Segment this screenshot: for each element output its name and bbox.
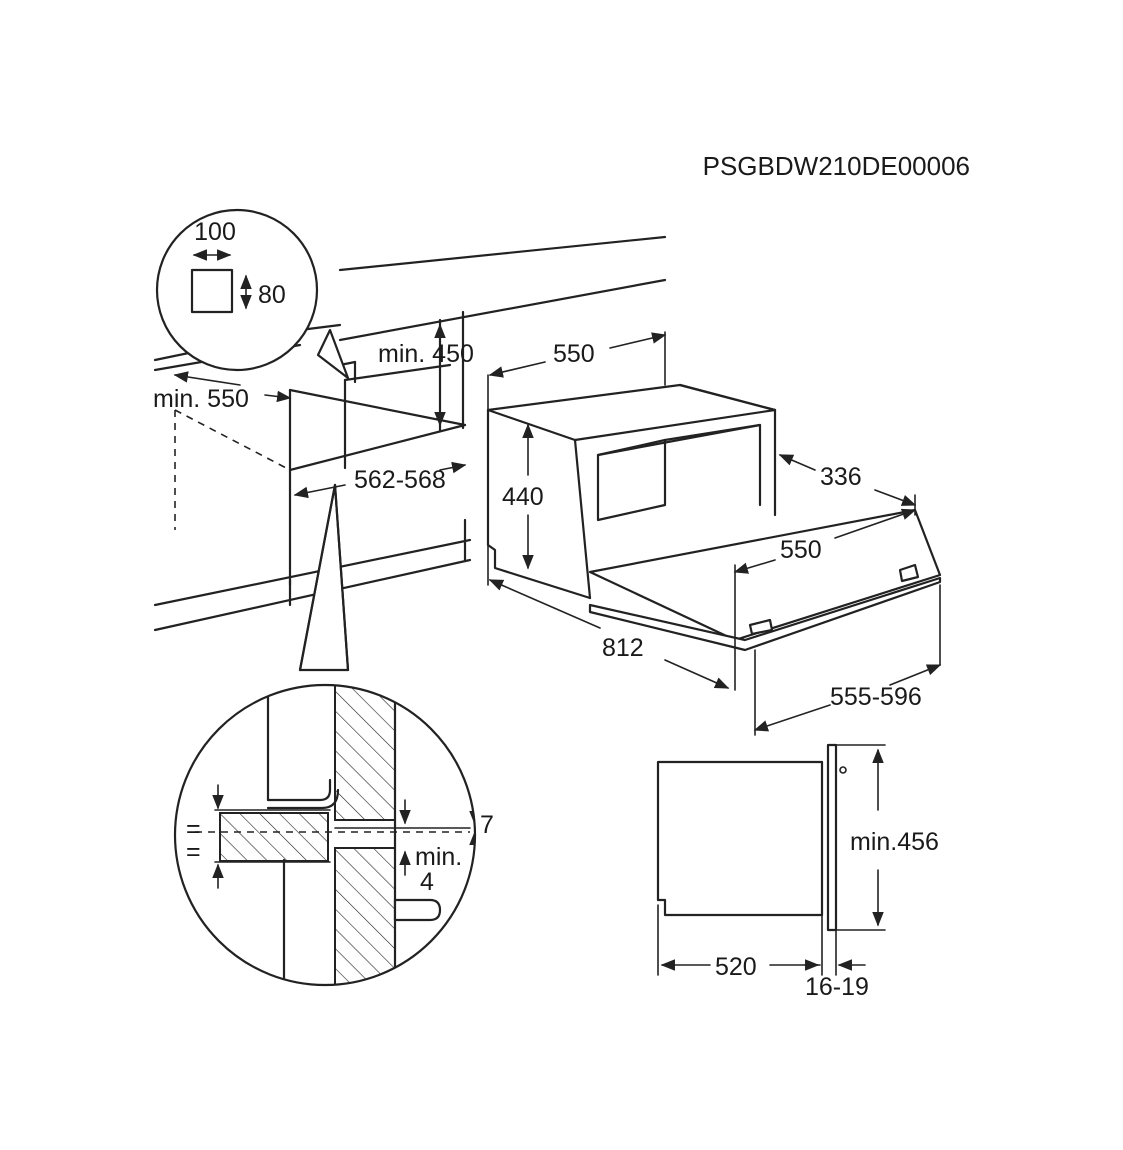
- gap-detail-circle: = = 7 min. 4: [173, 483, 494, 987]
- dimension-labels: min. 550 min. 450 562-568 550 440 336 55…: [153, 340, 939, 1001]
- label-niche-depth: min. 550: [153, 385, 249, 413]
- label-door-width: 550: [780, 536, 822, 564]
- label-width-range-bottom: 555-596: [830, 683, 922, 711]
- label-door-depth: 336: [820, 463, 862, 491]
- cutout-width-label: 100: [194, 218, 236, 246]
- label-side-height: min.456: [850, 828, 939, 856]
- cabinet-outline: [153, 235, 667, 632]
- equal-mark-bottom: =: [186, 838, 201, 866]
- drawing-code: PSGBDW210DE00006: [703, 151, 970, 181]
- oven-body: [486, 383, 942, 652]
- cutout-height-label: 80: [258, 281, 286, 309]
- equal-mark-top: =: [186, 815, 201, 843]
- label-appliance-width-top: 550: [553, 340, 595, 368]
- label-front-thickness: 16-19: [805, 973, 869, 1001]
- gap-bottom-label-1: min.: [415, 843, 462, 871]
- label-niche-width-range: 562-568: [354, 466, 446, 494]
- label-side-depth: 520: [715, 953, 757, 981]
- label-total-depth-open: 812: [602, 634, 644, 662]
- cutout-detail-circle: 100 80: [155, 208, 350, 380]
- gap-top-label: 7: [480, 811, 494, 839]
- side-view: [656, 743, 886, 976]
- gap-bottom-label-2: 4: [420, 868, 434, 896]
- label-niche-height: min. 450: [378, 340, 474, 368]
- label-appliance-height: 440: [502, 483, 544, 511]
- dimension-lines: [173, 323, 942, 736]
